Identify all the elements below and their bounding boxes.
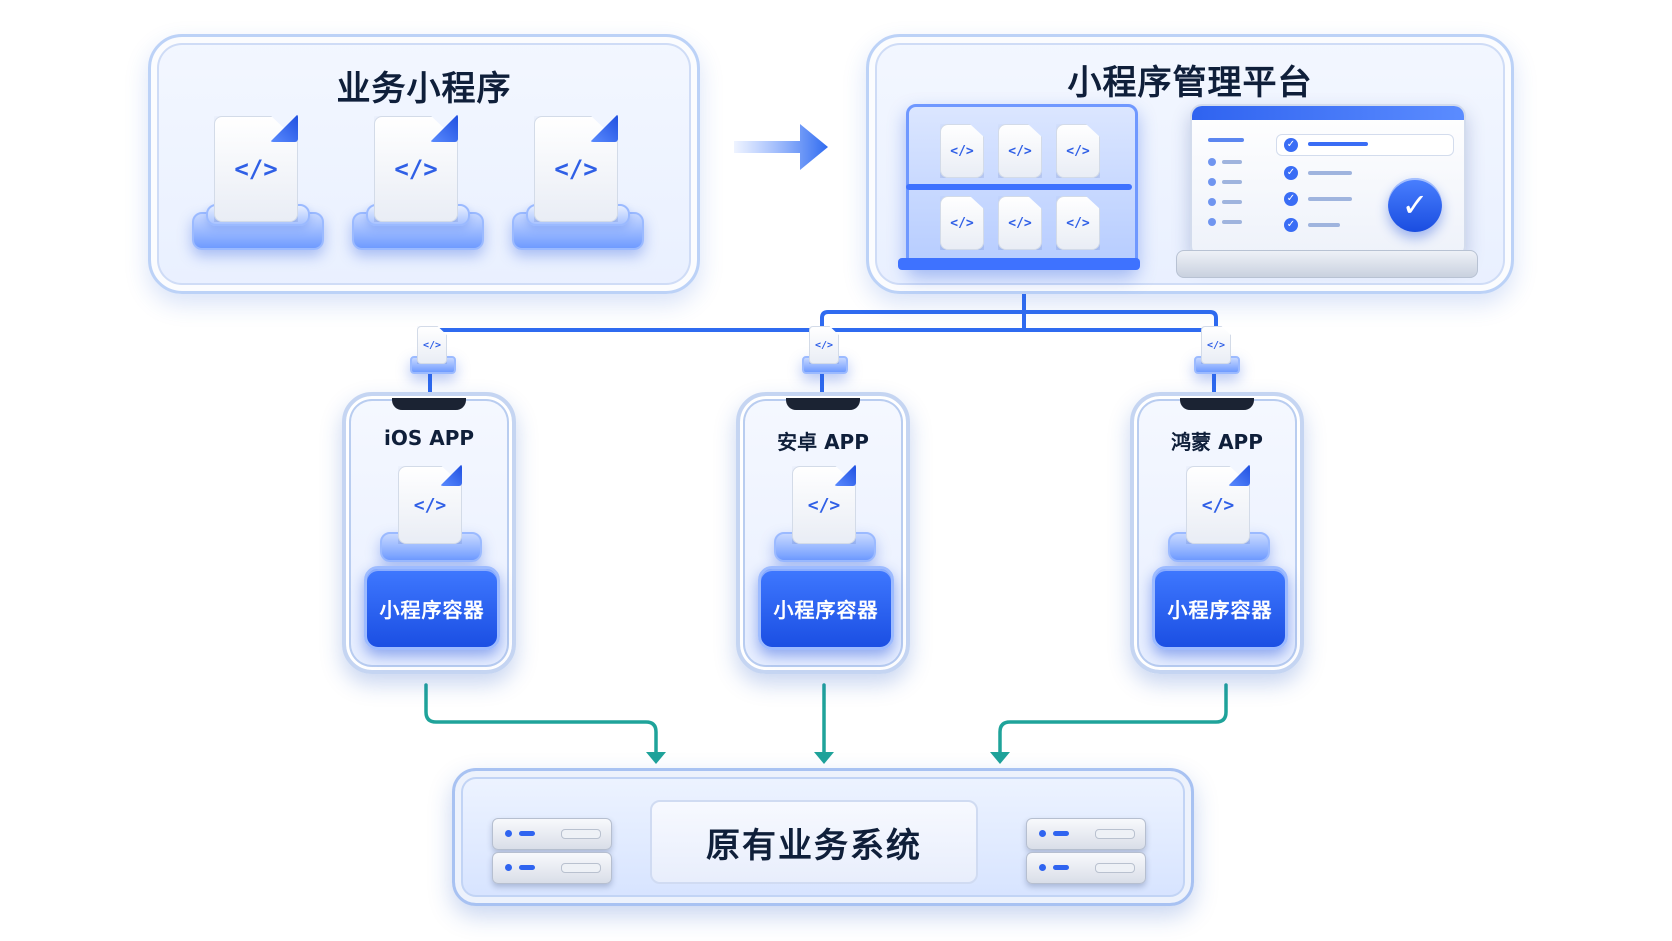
miniprogram-container: 小程序容器 [364,566,500,650]
miniprogram-container: 小程序容器 [758,566,894,650]
phone-notch [1180,398,1254,410]
code-symbol: </> [940,124,984,178]
code-symbol: </> [417,326,447,364]
code-symbol: </> [1056,124,1100,178]
check-icon: ✓ [1284,218,1298,232]
phone-title: 鸿蒙 APP [1171,430,1263,454]
code-symbol: </> [809,326,839,364]
code-symbol: </> [940,196,984,250]
miniprogram-file-icon: </> [380,466,482,562]
ios-app-phone: iOS APP </> 小程序容器 [342,392,516,674]
miniprogram-file-icon: </> [774,466,876,562]
phone-notch [786,398,860,410]
panel-title: 业务小程序 [336,69,512,109]
phone-title: 安卓 APP [777,430,869,454]
miniprogram-file-icon: </> [352,116,484,256]
check-icon: ✓ [1284,166,1298,180]
distributed-file-icon: </> [410,326,456,374]
miniprogram-container: 小程序容器 [1152,566,1288,650]
code-symbol: </> [998,196,1042,250]
management-console-window: ✓ ✓ ✓ ✓ ✓ [1190,104,1466,258]
shelf-divider [906,184,1132,190]
approved-check-icon: ✓ [1388,178,1442,232]
code-symbol: </> [998,124,1042,178]
console-base [1176,250,1478,278]
miniprogram-file-icon: </> [512,116,644,256]
server-unit [492,818,612,850]
data-arrowheads [646,752,1010,764]
distributed-file-icon: </> [802,326,848,374]
code-symbol: </> [1201,326,1231,364]
code-symbol: </> [1056,196,1100,250]
phone-notch [392,398,466,410]
miniprogram-file-icon: </> [1168,466,1270,562]
shelf-base [898,258,1140,270]
data-lines [424,683,1228,758]
panel-title: 小程序管理平台 [1067,63,1313,103]
harmonyos-app-phone: 鸿蒙 APP </> 小程序容器 [1130,392,1304,674]
server-unit [1026,818,1146,850]
check-icon: ✓ [1284,138,1298,152]
miniprogram-file-icon: </> [192,116,324,256]
check-icon: ✓ [1284,192,1298,206]
server-unit [1026,852,1146,884]
server-unit [492,852,612,884]
android-app-phone: 安卓 APP </> 小程序容器 [736,392,910,674]
code-symbol: </> [214,116,298,222]
distributed-file-icon: </> [1194,326,1240,374]
phone-title: iOS APP [383,426,475,450]
system-label: 原有业务系统 [650,800,978,884]
flow-arrow [734,124,828,170]
